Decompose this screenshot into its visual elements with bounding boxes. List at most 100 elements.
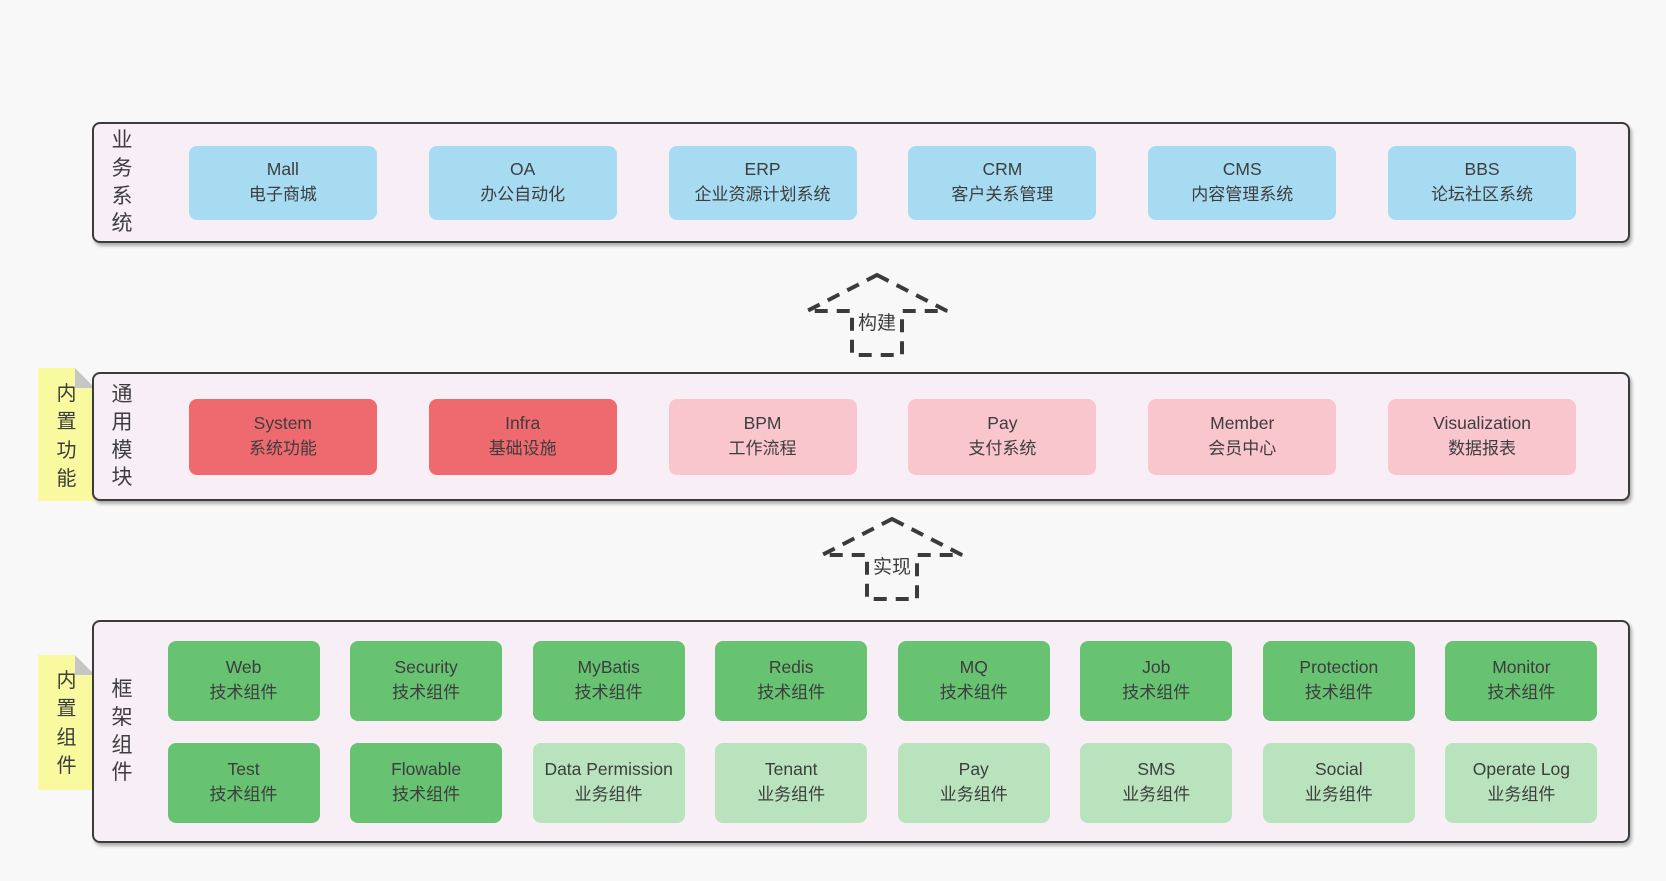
box-security-title: Security — [394, 657, 458, 678]
box-infra-subtitle: 基础设施 — [488, 438, 557, 458]
implement-arrow-icon: 实现 — [819, 516, 965, 602]
box-protection: Protection 技术组件 — [1262, 640, 1415, 721]
builtin-components-note-label: 内置组件 — [56, 670, 77, 778]
box-visualization-title: Visualization — [1433, 413, 1532, 434]
box-cms-title: CMS — [1222, 159, 1262, 180]
box-social-subtitle: 业务组件 — [1304, 784, 1373, 804]
box-mybatis-title: MyBatis — [577, 657, 640, 678]
framework-components-row-2: Test 技术组件 Flowable 技术组件 Data Permission … — [137, 742, 1628, 823]
box-pay-component-subtitle: 业务组件 — [939, 784, 1008, 804]
box-oa: OA 办公自动化 — [428, 145, 617, 220]
box-crm-subtitle: 客户关系管理 — [951, 184, 1054, 204]
box-redis-subtitle: 技术组件 — [757, 682, 826, 702]
box-job-subtitle: 技术组件 — [1122, 682, 1191, 702]
build-arrow-label: 构建 — [855, 308, 899, 335]
box-monitor-subtitle: 技术组件 — [1487, 682, 1556, 702]
box-test-subtitle: 技术组件 — [209, 784, 278, 804]
box-mq-subtitle: 技术组件 — [939, 682, 1008, 702]
box-mq: MQ 技术组件 — [897, 640, 1050, 721]
layer-framework-components-label: 框架组件 — [111, 677, 133, 785]
box-member-subtitle: 会员中心 — [1208, 438, 1277, 458]
box-job-title: Job — [1142, 657, 1171, 678]
box-visualization-subtitle: 数据报表 — [1448, 438, 1517, 458]
box-cms: CMS 内容管理系统 — [1148, 145, 1337, 220]
box-crm-title: CRM — [982, 159, 1023, 180]
box-bpm: BPM 工作流程 — [668, 398, 857, 475]
box-bpm-subtitle: 工作流程 — [728, 438, 797, 458]
layer-common-modules: 通用模块 System 系统功能 Infra 基础设施 BPM 工作流程 Pay… — [92, 372, 1630, 501]
common-modules-row: System 系统功能 Infra 基础设施 BPM 工作流程 Pay 支付系统… — [137, 398, 1628, 475]
box-flowable: Flowable 技术组件 — [350, 742, 503, 823]
box-social: Social 业务组件 — [1262, 742, 1415, 823]
box-mall-title: Mall — [266, 159, 299, 180]
box-mybatis-subtitle: 技术组件 — [574, 682, 643, 702]
box-pay-component: Pay 业务组件 — [897, 742, 1050, 823]
business-systems-row: Mall 电子商城 OA 办公自动化 ERP 企业资源计划系统 CRM 客户关系… — [137, 145, 1628, 220]
box-flowable-subtitle: 技术组件 — [392, 784, 461, 804]
box-bbs: BBS 论坛社区系统 — [1388, 145, 1577, 220]
box-mall: Mall 电子商城 — [188, 145, 377, 220]
box-member-title: Member — [1210, 413, 1275, 434]
box-oa-subtitle: 办公自动化 — [480, 184, 566, 204]
box-protection-subtitle: 技术组件 — [1304, 682, 1373, 702]
box-crm: CRM 客户关系管理 — [908, 145, 1097, 220]
builtin-features-note-label: 内置功能 — [56, 383, 77, 491]
box-system-subtitle: 系统功能 — [248, 438, 317, 458]
box-pay-module: Pay 支付系统 — [908, 398, 1097, 475]
box-pay-module-title: Pay — [987, 413, 1018, 434]
builtin-components-note: 内置组件 — [38, 655, 95, 790]
layer-business-systems: 业务系统 Mall 电子商城 OA 办公自动化 ERP 企业资源计划系统 CRM… — [92, 122, 1630, 243]
box-data-permission-title: Data Permission — [544, 759, 673, 780]
implement-arrow-label: 实现 — [870, 552, 914, 579]
box-erp-title: ERP — [744, 159, 781, 180]
box-security: Security 技术组件 — [350, 640, 503, 721]
box-pay-module-subtitle: 支付系统 — [968, 438, 1037, 458]
framework-components-row-1: Web 技术组件 Security 技术组件 MyBatis 技术组件 Redi… — [137, 640, 1628, 721]
layer-business-systems-label: 业务系统 — [111, 128, 133, 236]
layer-common-modules-label: 通用模块 — [111, 382, 133, 490]
box-visualization: Visualization 数据报表 — [1388, 398, 1577, 475]
box-mall-subtitle: 电子商城 — [248, 184, 317, 204]
box-sms-subtitle: 业务组件 — [1122, 784, 1191, 804]
box-erp: ERP 企业资源计划系统 — [668, 145, 857, 220]
box-infra-title: Infra — [505, 413, 541, 434]
box-operate-log: Operate Log 业务组件 — [1445, 742, 1598, 823]
box-member: Member 会员中心 — [1148, 398, 1337, 475]
box-test: Test 技术组件 — [167, 742, 320, 823]
box-bbs-title: BBS — [1464, 159, 1500, 180]
box-mybatis: MyBatis 技术组件 — [532, 640, 685, 721]
box-monitor: Monitor 技术组件 — [1445, 640, 1598, 721]
box-bpm-title: BPM — [743, 413, 782, 434]
box-security-subtitle: 技术组件 — [392, 682, 461, 702]
box-test-title: Test — [227, 759, 260, 780]
box-erp-subtitle: 企业资源计划系统 — [694, 184, 831, 204]
box-web: Web 技术组件 — [167, 640, 320, 721]
box-sms: SMS 业务组件 — [1080, 742, 1233, 823]
box-redis-title: Redis — [768, 657, 814, 678]
box-data-permission: Data Permission 业务组件 — [532, 742, 685, 823]
builtin-features-note: 内置功能 — [38, 368, 95, 501]
box-bbs-subtitle: 论坛社区系统 — [1431, 184, 1534, 204]
box-web-subtitle: 技术组件 — [209, 682, 278, 702]
box-job: Job 技术组件 — [1080, 640, 1233, 721]
box-protection-title: Protection — [1299, 657, 1379, 678]
box-system: System 系统功能 — [188, 398, 377, 475]
box-tenant-subtitle: 业务组件 — [757, 784, 826, 804]
build-arrow-icon: 构建 — [804, 272, 950, 358]
box-flowable-title: Flowable — [391, 759, 462, 780]
box-tenant: Tenant 业务组件 — [715, 742, 868, 823]
box-data-permission-subtitle: 业务组件 — [574, 784, 643, 804]
box-infra: Infra 基础设施 — [428, 398, 617, 475]
box-monitor-title: Monitor — [1492, 657, 1551, 678]
box-system-title: System — [253, 413, 313, 434]
box-web-title: Web — [225, 657, 262, 678]
box-tenant-title: Tenant — [764, 759, 818, 780]
box-operate-log-subtitle: 业务组件 — [1487, 784, 1556, 804]
box-pay-component-title: Pay — [958, 759, 989, 780]
box-operate-log-title: Operate Log — [1472, 759, 1571, 780]
box-redis: Redis 技术组件 — [715, 640, 868, 721]
box-mq-title: MQ — [959, 657, 988, 678]
box-cms-subtitle: 内容管理系统 — [1191, 184, 1294, 204]
box-oa-title: OA — [510, 159, 536, 180]
